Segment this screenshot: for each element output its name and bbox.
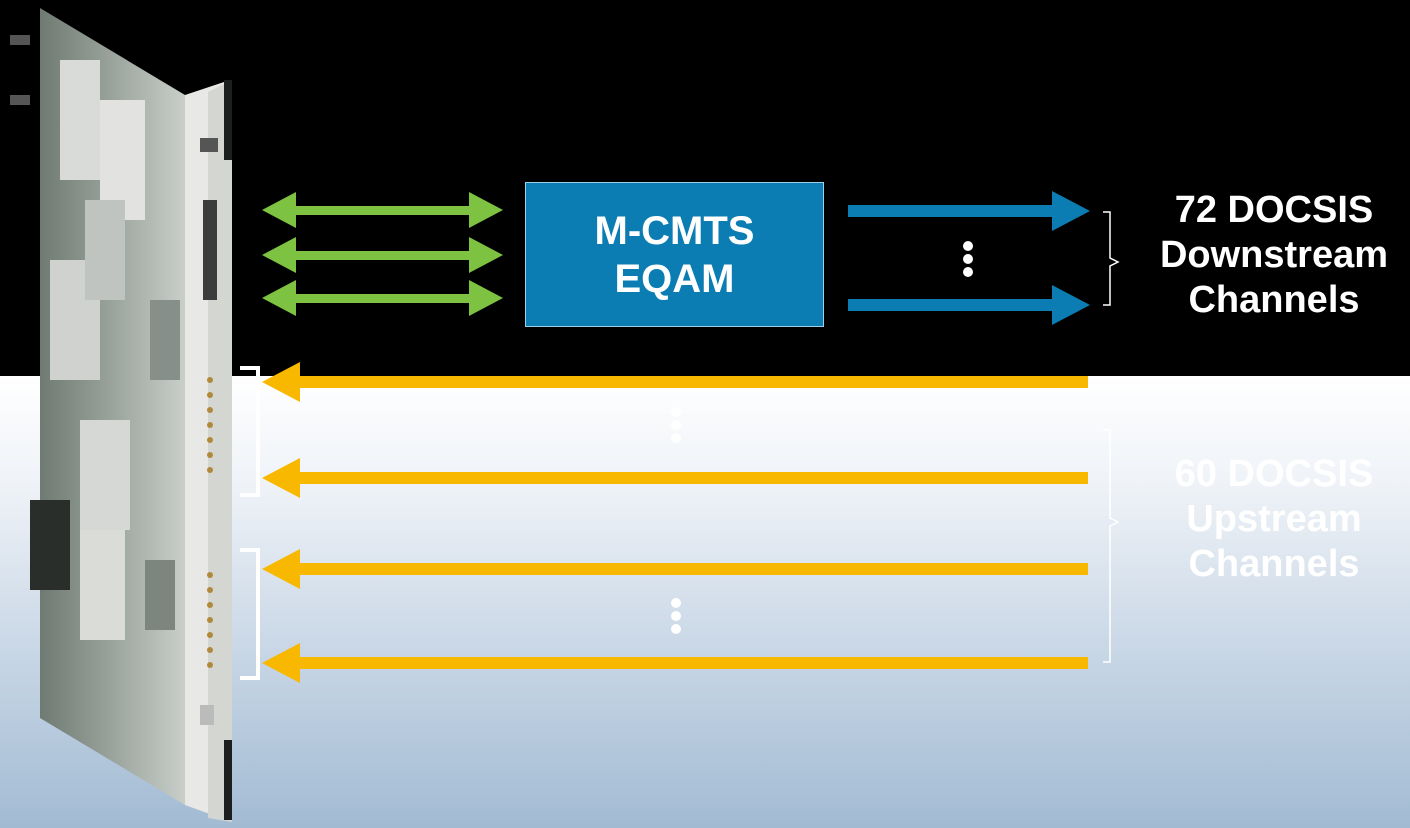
box-label-line2: EQAM (614, 256, 735, 301)
downstream-label-line3: Channels (1188, 279, 1360, 321)
m-cmts-eqam-box: M-CMTS EQAM (525, 182, 824, 327)
blue-arrow-1 (848, 191, 1090, 231)
upstream-brace (1103, 429, 1120, 663)
ellipsis-vertical-icon (963, 241, 973, 277)
ellipsis-vertical-icon (671, 407, 681, 443)
upstream-label-line1: 60 DOCSIS (1174, 453, 1374, 495)
green-arrow-2 (262, 237, 503, 273)
background-bottom (0, 376, 1410, 828)
ellipsis-vertical-icon (671, 598, 681, 634)
upstream-channels-label: 60 DOCSIS Upstream Channels (1140, 452, 1408, 587)
yellow-arrow-1 (262, 362, 1088, 402)
downstream-label-line2: Downstream (1159, 234, 1389, 276)
yellow-arrow-3 (262, 549, 1088, 589)
line-card-hardware-image (10, 8, 232, 822)
green-arrows (262, 192, 503, 316)
green-arrow-1 (262, 192, 503, 228)
upstream-label-line2: Upstream (1186, 498, 1362, 540)
blue-arrows (848, 191, 1090, 325)
port-bracket-lower (240, 548, 260, 680)
green-arrow-3 (262, 280, 503, 316)
downstream-channels-label: 72 DOCSIS Downstream Channels (1140, 188, 1408, 323)
blue-arrow-2 (848, 285, 1090, 325)
downstream-brace (1103, 211, 1120, 306)
upstream-label-line3: Channels (1188, 543, 1360, 585)
yellow-arrows (262, 362, 1088, 683)
yellow-arrow-4 (262, 643, 1088, 683)
box-label-line1: M-CMTS (594, 208, 755, 253)
yellow-arrow-2 (262, 458, 1088, 498)
port-bracket-upper (240, 366, 260, 497)
downstream-label-line1: 72 DOCSIS (1174, 189, 1374, 231)
